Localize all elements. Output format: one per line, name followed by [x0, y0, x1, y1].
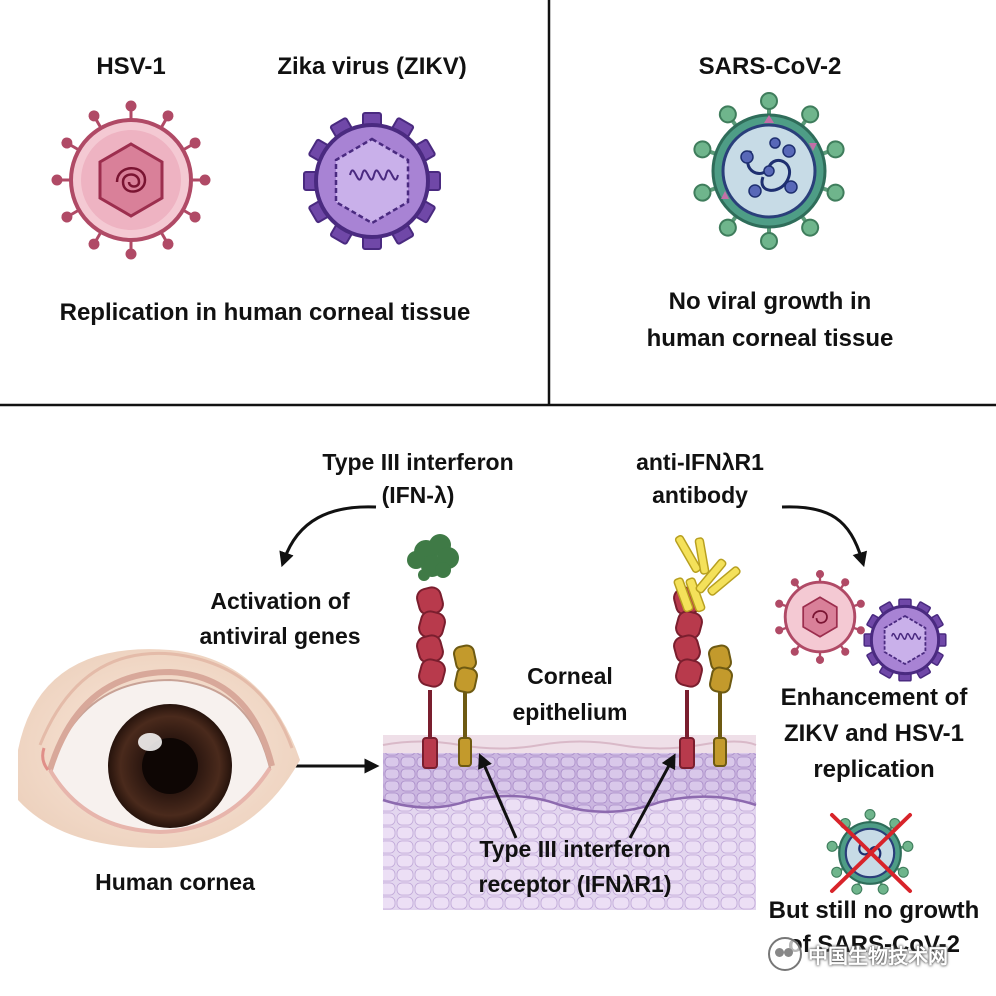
antibody-label-line1: anti-IFNλR1 [636, 449, 764, 475]
no-growth-label-line1: But still no growth [768, 897, 980, 924]
watermark-text: 中国生物技术网 [808, 945, 948, 968]
receptor-arrow-right [628, 753, 676, 839]
activation-label-line2: antiviral genes [199, 623, 361, 649]
activation-label-line1: Activation of [210, 588, 350, 614]
epithelium-label-line1: Corneal [527, 663, 613, 689]
receptor-label-line1: Type III interferon [479, 836, 671, 862]
receptor-chain-left-gold [453, 644, 478, 767]
top-right-caption-line1: No viral growth in [668, 288, 872, 315]
enhancement-label-line2: ZIKV and HSV-1 [783, 720, 965, 747]
receptor-chain-right-gold [708, 644, 733, 767]
antibody-label-line2: antibody [652, 482, 748, 508]
eye-icon [18, 649, 300, 849]
receptor-arrow-left [478, 753, 518, 839]
receptor-label-line2: receptor (IFNλR1) [478, 871, 672, 897]
sars-cov-2-virus-icon [690, 92, 848, 251]
small-zika-virus-icon [863, 598, 947, 682]
interferon-label-line2: (IFN-λ) [381, 482, 455, 508]
top-left-caption: Replication in human corneal tissue [59, 299, 471, 326]
hsv1-virus-icon [51, 100, 211, 260]
small-hsv1-virus-icon [774, 570, 866, 664]
watermark: 中国生物技术网 [768, 934, 988, 974]
enhancement-label-line3: replication [813, 756, 935, 783]
enhancement-label-line1: Enhancement of [780, 684, 968, 711]
no-growth-label-line2: of SARS-CoV-2 [787, 931, 960, 952]
red-x-icon [830, 813, 912, 893]
curved-arrow-left [279, 505, 377, 568]
top-right-caption-line2: human corneal tissue [646, 325, 894, 352]
curved-arrow-right [781, 505, 868, 568]
interferon-label-line1: Type III interferon [322, 449, 514, 475]
hsv1-label: HSV-1 [96, 53, 166, 80]
sars-cov-2-label: SARS-CoV-2 [698, 53, 842, 80]
zika-label: Zika virus (ZIKV) [277, 53, 467, 80]
antibody-icon [673, 535, 741, 613]
human-cornea-label: Human cornea [95, 869, 255, 895]
epithelium-label-line2: epithelium [512, 699, 628, 725]
receptor-chain-left-red [416, 586, 446, 769]
watermark-logo-icon [768, 937, 802, 971]
ifn-lambda-protein-icon [407, 534, 459, 581]
zika-virus-icon [303, 112, 441, 250]
